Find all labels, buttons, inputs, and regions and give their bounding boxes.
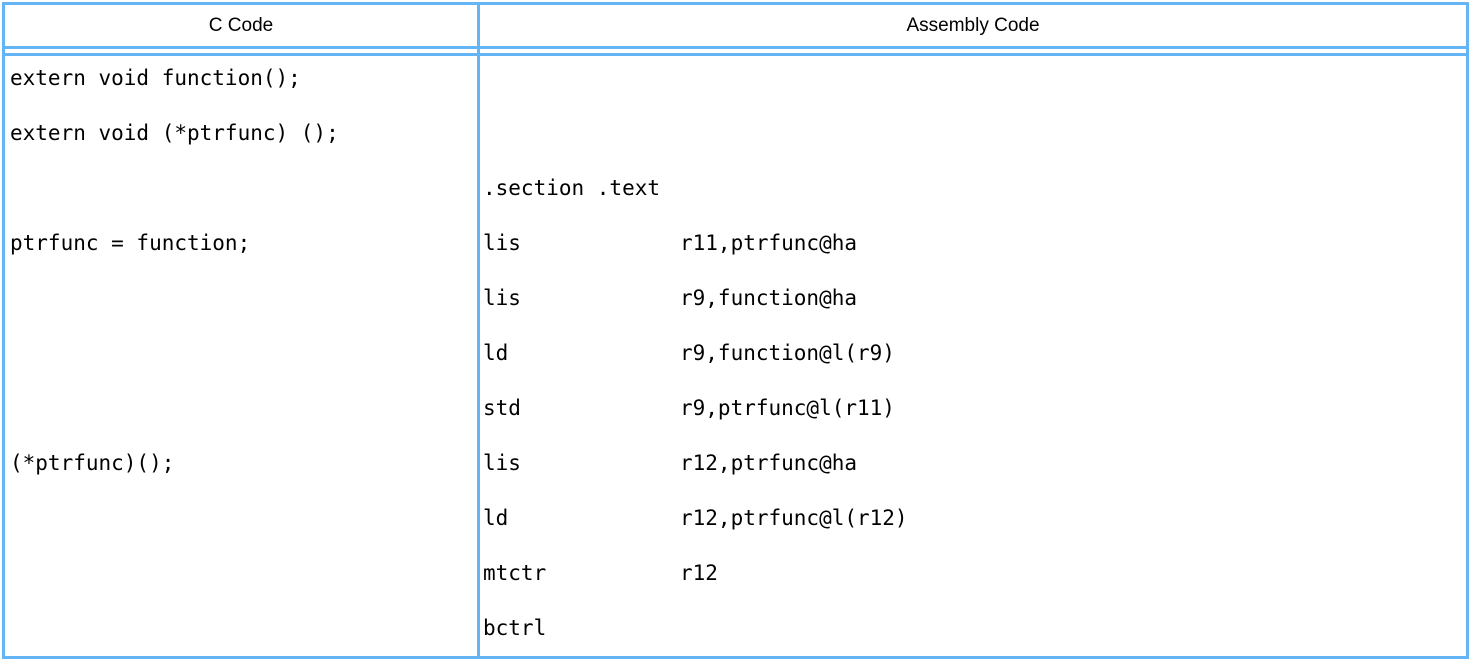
c-code-line: ptrfunc = function; <box>10 231 251 255</box>
c-code-header: C Code <box>5 5 480 46</box>
asm-operands: r12,ptrfunc@ha <box>680 451 858 475</box>
asm-operands: r9,function@l(r9) <box>680 341 895 365</box>
table-header-row: C Code Assembly Code <box>5 5 1466 49</box>
c-code-column: extern void function(); extern void (*pt… <box>5 56 480 656</box>
c-code-line <box>5 276 477 331</box>
asm-mnemonic: ld <box>483 506 509 530</box>
asm-code-line: lis r12,ptrfunc@ha <box>480 441 1466 496</box>
asm-code-line: bctrl <box>480 606 1466 656</box>
asm-mnemonic: lis <box>483 286 521 310</box>
asm-code-line: lis r11,ptrfunc@ha <box>480 221 1466 276</box>
asm-code-line <box>480 111 1466 166</box>
c-code-line: extern void function(); <box>10 66 301 90</box>
c-code-line: extern void (*ptrfunc) (); <box>10 121 339 145</box>
double-border-gap <box>5 49 1466 53</box>
asm-operands: r12,ptrfunc@l(r12) <box>680 506 908 530</box>
asm-mnemonic: lis <box>483 231 521 255</box>
asm-mnemonic: bctrl <box>483 616 547 640</box>
asm-operands: r12 <box>680 561 718 585</box>
asm-code-line <box>480 56 1466 111</box>
c-code-line <box>5 606 477 656</box>
asm-operands: r11,ptrfunc@ha <box>680 231 858 255</box>
asm-mnemonic: .section .text <box>483 176 661 200</box>
asm-code-line: ld r12,ptrfunc@l(r12) <box>480 496 1466 551</box>
c-code-line <box>5 496 477 551</box>
asm-mnemonic: lis <box>483 451 521 475</box>
assembly-code-header: Assembly Code <box>906 14 1040 36</box>
double-border-gap-left <box>5 49 480 53</box>
asm-code-line: .section .text <box>480 166 1466 221</box>
asm-operands: r9,function@ha <box>680 286 858 310</box>
table-body: extern void function(); extern void (*pt… <box>5 53 1466 656</box>
c-code-line <box>5 331 477 386</box>
asm-code-line: mtctr r12 <box>480 551 1466 606</box>
c-code-line: (*ptrfunc)(); <box>10 451 175 475</box>
assembly-code-column: .section .text lis r11,ptrfunc@ha lis r9,f… <box>480 56 1466 656</box>
asm-mnemonic: ld <box>483 341 509 365</box>
c-code-line <box>5 551 477 606</box>
asm-code-line: std r9,ptrfunc@l(r11) <box>480 386 1466 441</box>
asm-code-line: ld r9,function@l(r9) <box>480 331 1466 386</box>
asm-mnemonic: std <box>483 396 521 420</box>
asm-code-line: lis r9,function@ha <box>480 276 1466 331</box>
asm-operands: r9,ptrfunc@l(r11) <box>680 396 895 420</box>
asm-mnemonic: mtctr <box>483 561 547 585</box>
c-code-line <box>5 386 477 441</box>
double-border-gap-right <box>480 49 1466 53</box>
c-code-line <box>5 166 477 221</box>
